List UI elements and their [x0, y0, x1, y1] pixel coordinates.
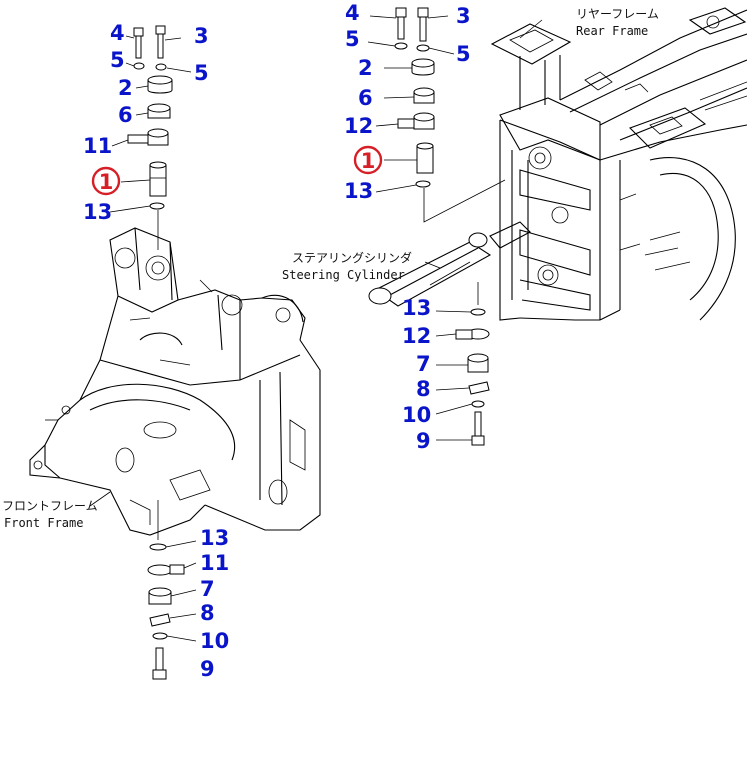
callout-13: 13 [344, 179, 373, 203]
center-top-parts [394, 7, 506, 223]
callout-8: 8 [416, 377, 431, 401]
callout-5: 5 [110, 48, 125, 72]
callout-10: 10 [402, 403, 431, 427]
callout-2: 2 [118, 76, 133, 100]
callout-4: 4 [110, 21, 125, 45]
center-bottom-parts [455, 282, 490, 446]
callout-12: 12 [344, 114, 373, 138]
callout-12: 12 [402, 324, 431, 348]
center-bottom-callouts: 13 12 7 8 10 9 [402, 296, 431, 453]
left-top-parts [127, 25, 173, 250]
callout-13: 13 [200, 526, 229, 550]
front-frame-label-jp: フロントフレーム [2, 499, 98, 513]
steering-cylinder-drawing [368, 221, 531, 307]
callout-5: 5 [345, 27, 360, 51]
callout-4: 4 [345, 1, 360, 25]
callout-6: 6 [118, 103, 133, 127]
leader-lines [89, 15, 543, 642]
callout-2: 2 [358, 56, 373, 80]
callout-7: 7 [200, 577, 215, 601]
callout-13: 13 [402, 296, 431, 320]
callout-13: 13 [83, 200, 112, 224]
left-top-callouts: 4 3 5 5 2 6 11 1 13 [83, 21, 209, 224]
callout-9: 9 [200, 657, 215, 681]
highlight-circle [91, 166, 121, 196]
callout-1-highlighted: 1 [361, 149, 376, 173]
callout-6: 6 [358, 86, 373, 110]
callout-3: 3 [456, 4, 471, 28]
center-top-callouts: 4 3 5 5 2 6 12 1 13 [344, 1, 471, 203]
callout-1-highlighted: 1 [99, 170, 114, 194]
callout-9: 9 [416, 429, 431, 453]
callout-10: 10 [200, 629, 229, 653]
callout-5: 5 [194, 61, 209, 85]
steering-cylinder-label-en: Steering Cylinder [282, 268, 405, 282]
callout-3: 3 [194, 24, 209, 48]
rear-frame-drawing [490, 7, 747, 321]
left-bottom-callouts: 13 11 7 8 10 9 [200, 526, 229, 681]
callout-7: 7 [416, 352, 431, 376]
steering-cylinder-label-jp: ステアリングシリンダ [292, 250, 412, 265]
callout-8: 8 [200, 601, 215, 625]
callout-11: 11 [83, 134, 112, 158]
frame-captions: リヤーフレーム Rear Frame ステアリングシリンダ Steering C… [2, 7, 659, 530]
highlight-circle [353, 145, 383, 175]
front-frame-drawing [29, 227, 321, 536]
rear-frame-label-en: Rear Frame [576, 24, 648, 38]
callout-11: 11 [200, 551, 229, 575]
rear-frame-label-jp: リヤーフレーム [576, 7, 659, 21]
front-frame-label-en: Front Frame [4, 516, 83, 530]
left-bottom-parts [147, 500, 185, 680]
callout-5: 5 [456, 42, 471, 66]
